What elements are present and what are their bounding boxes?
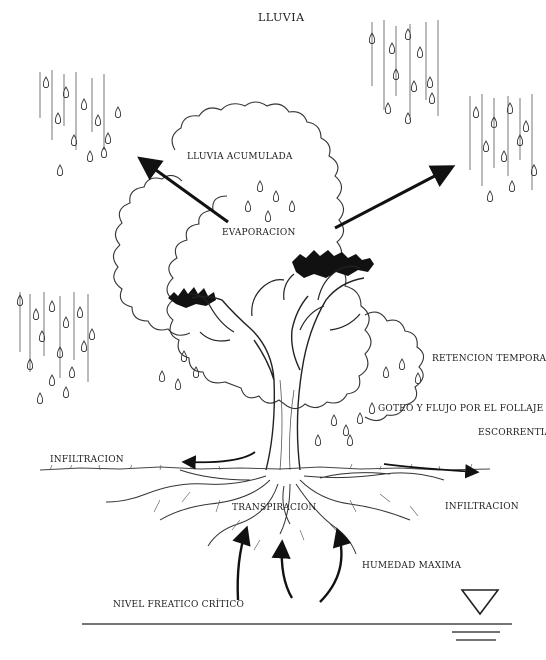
raindrop-icon	[369, 403, 374, 414]
tree-trunk-inner	[280, 380, 294, 470]
label-nivel-freatico: NIVEL FREATICO CRÍTICO	[113, 600, 244, 611]
raindrop-icon	[49, 375, 54, 386]
raindrop-icon	[95, 115, 100, 126]
raindrop-icon	[385, 103, 390, 114]
infiltration-arrow-left	[185, 452, 255, 462]
raindrop-icon	[411, 81, 416, 92]
raindrop-icon	[37, 393, 42, 404]
raindrop-icon	[347, 435, 352, 446]
evaporation-arrow-right	[335, 168, 450, 228]
raindrop-icon	[89, 329, 94, 340]
evaporation-arrow-left	[142, 160, 228, 222]
raindrop-icon	[175, 379, 180, 390]
inverted-triangle-icon	[462, 590, 498, 614]
groundwater-arrow-2	[282, 544, 292, 598]
label-infiltracion-right: INFILTRACION	[445, 502, 519, 513]
label-transpiracion: TRANSPIRACION	[232, 503, 317, 514]
raindrop-icon	[81, 99, 86, 110]
raindrop-icon	[399, 359, 404, 370]
raindrop-icon	[265, 211, 270, 222]
raindrop-icon	[81, 341, 86, 352]
label-goteo: GOTEO Y FLUJO POR EL FOLLAJE	[378, 404, 543, 415]
raindrop-icon	[43, 77, 48, 88]
groundwater-arrow-3	[320, 532, 341, 602]
raindrop-icon	[257, 181, 262, 192]
label-lluvia-acumulada: LLUVIA ACUMULADA	[187, 152, 293, 163]
raindrop-icon	[63, 387, 68, 398]
raindrop-icon	[33, 309, 38, 320]
raindrop-icon	[429, 93, 434, 104]
raindrop-icon	[483, 141, 488, 152]
raindrop-icon	[523, 121, 528, 132]
tree-roots-fine	[154, 492, 418, 550]
raindrop-icon	[49, 301, 54, 312]
raindrop-icon	[55, 113, 60, 124]
raindrop-icon	[487, 191, 492, 202]
raindrop-icon	[315, 435, 320, 446]
raindrop-icon	[331, 415, 336, 426]
raindrop-icon	[343, 425, 348, 436]
raindrop-icon	[273, 191, 278, 202]
raindrop-icon	[193, 367, 198, 378]
raindrop-icon	[77, 307, 82, 318]
raindrop-icon	[289, 201, 294, 212]
tree-branches	[190, 266, 360, 341]
tree-trunk	[192, 278, 364, 470]
label-escorrentia: ESCORRENTIA	[478, 428, 546, 439]
raindrop-icon	[63, 317, 68, 328]
raindrop-icon	[69, 367, 74, 378]
label-infiltracion-left: INFILTRACION	[50, 455, 124, 466]
raindrop-icon	[357, 413, 362, 424]
label-retencion-temporal: RETENCION TEMPORAL	[432, 354, 546, 365]
raindrop-icon	[57, 165, 62, 176]
raindrop-icon	[159, 371, 164, 382]
raindrop-icon	[245, 201, 250, 212]
raindrop-icon	[115, 107, 120, 118]
raindrop-icon	[427, 77, 432, 88]
raindrop-icon	[473, 107, 478, 118]
raindrop-icon	[383, 367, 388, 378]
raindrop-icon	[389, 43, 394, 54]
raindrop-icon	[105, 133, 110, 144]
raindrop-icon	[501, 151, 506, 162]
tree-canopy-left-lobe	[113, 175, 190, 335]
raindrop-icon	[509, 181, 514, 192]
raindrop-icon	[417, 47, 422, 58]
label-humedad-maxima: HUMEDAD MAXIMA	[362, 561, 461, 572]
diagram-title: LLUVIA	[258, 12, 305, 23]
raindrop-icon	[87, 151, 92, 162]
label-evaporacion: EVAPORACION	[222, 228, 296, 239]
groundwater-arrow-1	[238, 530, 246, 600]
